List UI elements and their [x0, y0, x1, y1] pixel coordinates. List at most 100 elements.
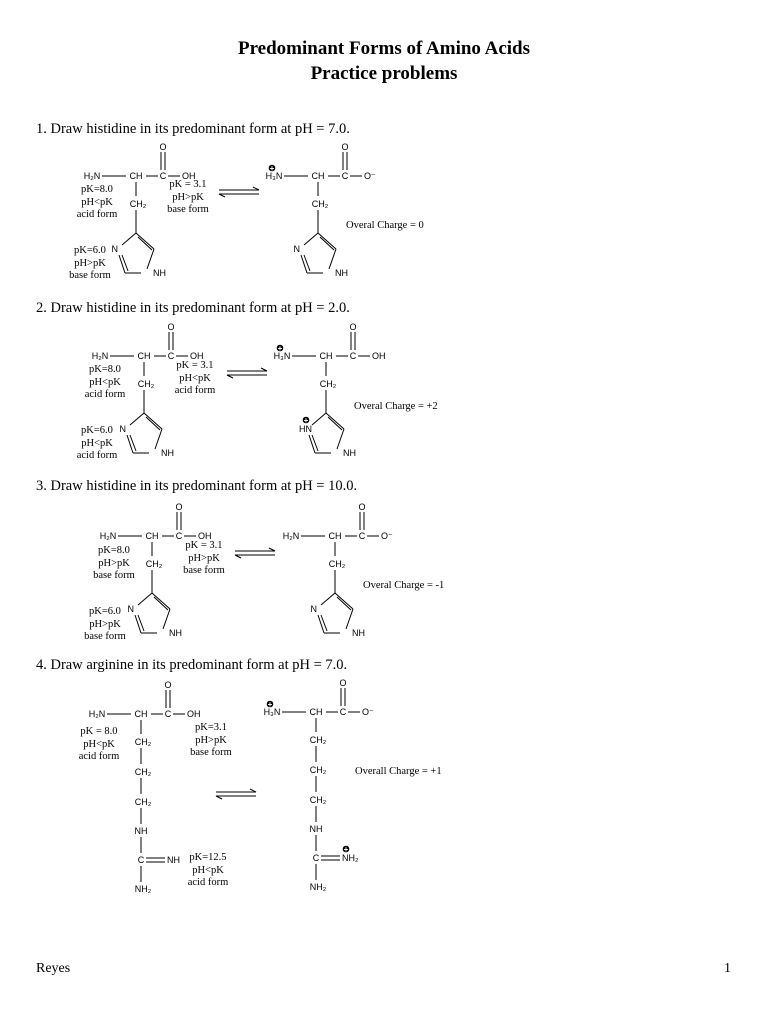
atom-label-ch2: CH₂	[329, 559, 346, 569]
positive-charge-icon	[342, 845, 350, 853]
atom-label-c: C	[350, 351, 357, 361]
positive-charge-icon	[268, 164, 276, 172]
bond-line	[137, 236, 153, 251]
atom-label-c: C	[359, 531, 366, 541]
problem-4-question: 4. Draw arginine in its predominant form…	[36, 657, 348, 673]
bond-line	[320, 592, 336, 606]
bond-line	[345, 608, 354, 630]
bond-line	[121, 254, 129, 272]
positive-charge-sign: +	[270, 164, 275, 173]
atom-label-ch2: CH₂	[310, 765, 327, 775]
bond-line	[135, 232, 155, 250]
problem-3-charge: Overal Charge = -1	[363, 580, 445, 591]
bond-line	[134, 614, 142, 634]
atom-label-o: O	[349, 322, 356, 332]
problem-4-charge: Overall Charge = +1	[355, 766, 442, 777]
atom-label-ch2: CH₂	[135, 767, 152, 777]
page-title: Predominant Forms of Amino Acids	[237, 38, 531, 59]
atom-label-ch2: CH₂	[146, 559, 163, 569]
atom-label-o-minus: O⁻	[364, 171, 376, 181]
bond-line	[121, 232, 137, 246]
bond-line	[308, 434, 316, 454]
atom-label-nh: NH	[169, 628, 182, 638]
atom-label-ch: CH	[320, 351, 333, 361]
atom-label-n: N	[120, 424, 127, 434]
atom-label-c: C	[160, 171, 167, 181]
bond-line	[336, 428, 345, 450]
atom-label-h3n: H₃N	[266, 171, 283, 181]
atom-label-oh: OH	[198, 531, 212, 541]
equilibrium-arrow-icon	[226, 374, 267, 379]
bond-line	[137, 592, 153, 606]
atom-label-nh2: NH₂	[310, 882, 327, 892]
atom-label-ch2: CH₂	[138, 379, 155, 389]
atom-label-nh2: NH₂	[342, 853, 359, 863]
bond-line	[154, 428, 163, 450]
atom-label-oh: OH	[372, 351, 386, 361]
atom-label-nh: NH	[335, 268, 348, 278]
bond-line	[334, 592, 354, 610]
bond-line	[317, 232, 337, 250]
bond-line	[336, 596, 352, 611]
atom-label-c: C	[138, 855, 145, 865]
atom-label-nh: NH	[352, 628, 365, 638]
positive-charge-sign: +	[268, 700, 273, 709]
atom-label-nh: NH	[310, 824, 323, 834]
atom-label-ch: CH	[146, 531, 159, 541]
bond-line	[303, 254, 311, 272]
atom-label-oh: OH	[182, 171, 196, 181]
positive-charge-icon	[276, 344, 284, 352]
atom-label-nh: NH	[167, 855, 180, 865]
equilibrium-arrow-icon	[219, 186, 260, 191]
positive-charge-sign: +	[278, 344, 283, 353]
bond-line	[137, 614, 145, 632]
bond-line	[303, 232, 319, 246]
positive-charge-sign: +	[304, 416, 309, 425]
atom-label-h2n: H₂N	[100, 531, 117, 541]
atom-label-ch: CH	[312, 171, 325, 181]
atom-label-h3n: H₃N	[264, 707, 281, 717]
bond-line	[145, 416, 161, 431]
atom-label-o: O	[159, 142, 166, 152]
atom-label-nh: NH	[343, 448, 356, 458]
bond-line	[151, 592, 171, 610]
atom-label-c: C	[176, 531, 183, 541]
atom-label-o: O	[164, 680, 171, 690]
atom-label-h2n: H₂N	[92, 351, 109, 361]
bond-line	[143, 412, 163, 430]
atom-label-ch: CH	[135, 709, 148, 719]
footer-page-number: 1	[724, 961, 731, 976]
atom-label-h3n: H₃N	[274, 351, 291, 361]
equilibrium-arrow-icon	[227, 367, 268, 372]
atom-label-o-minus: O⁻	[362, 707, 374, 717]
atom-label-ch: CH	[310, 707, 323, 717]
atom-label-n: N	[294, 244, 301, 254]
bond-line	[146, 248, 155, 270]
atom-label-ch: CH	[138, 351, 151, 361]
positive-charge-icon	[302, 416, 310, 424]
bond-line	[118, 254, 126, 274]
bond-line	[311, 434, 319, 452]
bond-line	[311, 412, 327, 426]
atom-label-ch2: CH₂	[310, 795, 327, 805]
bond-line	[319, 236, 335, 251]
atom-label-hn: HN	[299, 424, 312, 434]
atom-label-h2n: H₂N	[84, 171, 101, 181]
equilibrium-arrow-icon	[234, 554, 275, 559]
atom-label-c: C	[168, 351, 175, 361]
atom-label-c: C	[342, 171, 349, 181]
atom-label-ch2: CH₂	[320, 379, 337, 389]
atom-label-nh: NH	[135, 826, 148, 836]
bond-line	[300, 254, 308, 274]
bond-line	[325, 412, 345, 430]
atom-label-o: O	[341, 142, 348, 152]
problem-2-question: 2. Draw histidine in its predominant for…	[36, 300, 350, 316]
